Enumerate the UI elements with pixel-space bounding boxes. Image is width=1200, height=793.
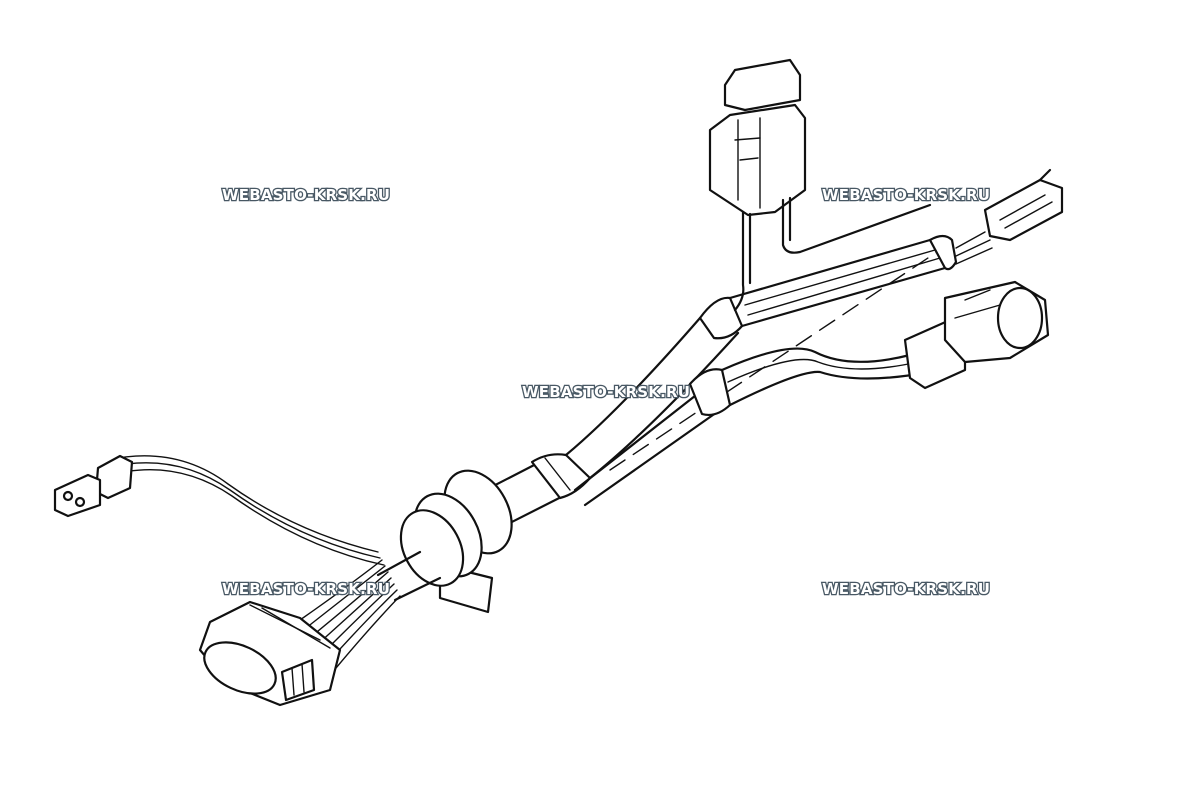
sensor-connector (903, 280, 1050, 390)
watermark-bottom-right: WEBASTO-KRSK.RU (821, 579, 992, 600)
watermark-bottom-left: WEBASTO-KRSK.RU (221, 579, 392, 600)
fuse-holder (708, 58, 932, 312)
upper-sleeve (698, 231, 993, 340)
middle-branch (688, 347, 932, 417)
two-pin-plug (53, 454, 385, 566)
relay-plug-connector (983, 168, 1064, 242)
watermark-top-right: WEBASTO-KRSK.RU (821, 185, 992, 206)
plug-wires (299, 559, 401, 669)
watermark-top-left: WEBASTO-KRSK.RU (221, 185, 392, 206)
main-trunk (468, 249, 941, 530)
grommet (376, 469, 513, 614)
watermark-center: WEBASTO-KRSK.RU (521, 382, 692, 403)
main-multipin-plug (198, 600, 342, 707)
